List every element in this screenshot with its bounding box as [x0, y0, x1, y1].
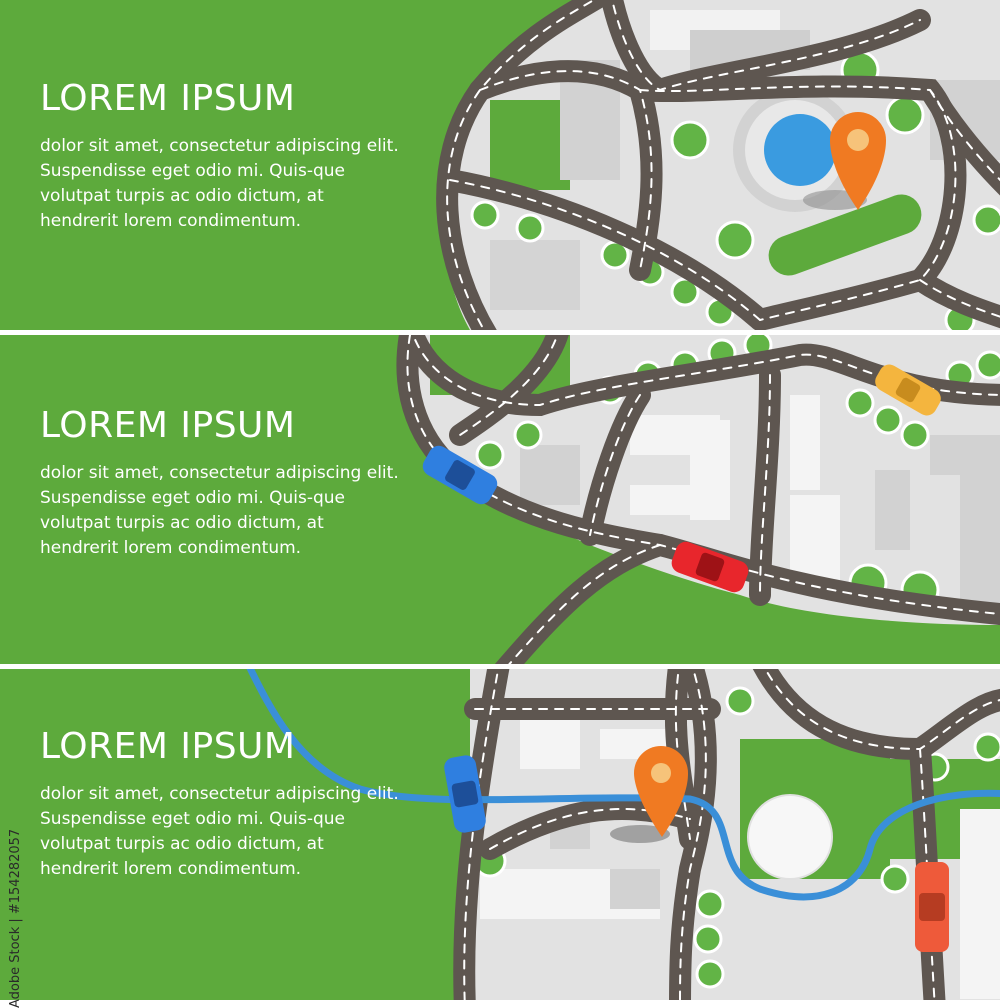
red-car	[915, 862, 949, 952]
watermark: Adobe Stock | #154282057	[8, 828, 23, 1008]
route-line	[246, 669, 1000, 901]
banner-3-text: LOREM IPSUM dolor sit amet, consectetur …	[40, 726, 420, 882]
banner-description: dolor sit amet, consectetur adipiscing e…	[40, 784, 399, 879]
blue-car	[422, 445, 498, 505]
banner-2-text: LOREM IPSUM dolor sit amet, consectetur …	[40, 405, 420, 561]
pond	[764, 114, 836, 186]
banner-title: LOREM IPSUM	[40, 405, 296, 446]
city-map-1	[436, 0, 1000, 330]
map-pin-icon	[830, 112, 886, 210]
banner-3: LOREM IPSUM dolor sit amet, consectetur …	[0, 669, 1000, 1000]
red-car	[671, 541, 749, 593]
map-pin-icon	[610, 746, 688, 843]
banner-description: dolor sit amet, consectetur adipiscing e…	[40, 463, 399, 558]
banner-description: dolor sit amet, consectetur adipiscing e…	[40, 136, 399, 231]
banner-1-text: LOREM IPSUM dolor sit amet, consectetur …	[40, 78, 420, 234]
banner-2: LOREM IPSUM dolor sit amet, consectetur …	[0, 335, 1000, 664]
blue-car	[444, 755, 486, 833]
divider	[0, 664, 1000, 669]
banner-title: LOREM IPSUM	[40, 78, 296, 119]
city-map-2	[396, 335, 1000, 664]
yellow-car	[875, 364, 941, 416]
banner-title: LOREM IPSUM	[40, 726, 296, 767]
city-map-3	[246, 669, 1000, 1000]
banner-1: LOREM IPSUM dolor sit amet, consectetur …	[0, 0, 1000, 330]
divider	[0, 330, 1000, 335]
